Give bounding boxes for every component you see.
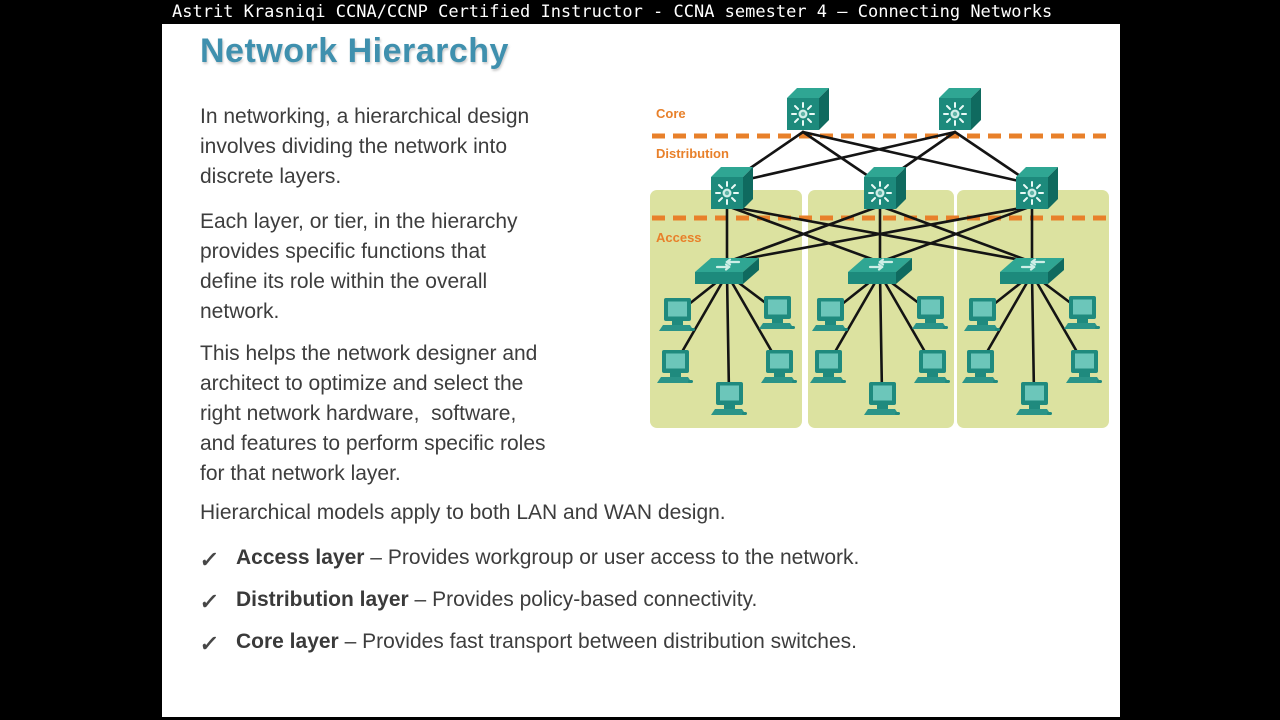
- access-layer-label: Access: [656, 230, 702, 245]
- distribution-switch-icon: [1015, 166, 1059, 210]
- network-hierarchy-diagram: Core Distribution Access: [650, 86, 1110, 432]
- bullet-separator: –: [408, 588, 433, 611]
- bullet-description: Provides workgroup or user access to the…: [387, 546, 860, 569]
- pc-icon: [711, 382, 747, 415]
- checkmark-icon: ✓: [198, 547, 221, 572]
- pc-icon: [1016, 382, 1052, 415]
- bullet-text: Core layer – Provides fast transport bet…: [236, 630, 857, 654]
- paragraph-each-layer: Each layer, or tier, in the hierarchy pr…: [200, 210, 518, 323]
- pc-icon: [657, 350, 693, 383]
- distribution-layer-label: Distribution: [656, 146, 729, 161]
- paragraph-designer-architect: This helps the network designer and arch…: [200, 342, 546, 485]
- checkmark-icon: ✓: [198, 631, 221, 656]
- bullet-term: Distribution layer: [236, 588, 409, 611]
- pc-icon: [962, 350, 998, 383]
- checkmark-icon: ✓: [198, 589, 221, 614]
- presentation-slide: Network Hierarchy In networking, a hiera…: [162, 24, 1120, 717]
- pc-icon: [914, 350, 950, 383]
- pc-icon: [659, 298, 695, 331]
- bullet-core-layer: ✓ Core layer – Provides fast transport b…: [198, 630, 1060, 659]
- video-title-bar: Astrit Krasniqi CCNA/CCNP Certified Inst…: [0, 0, 1280, 24]
- bullet-text: Access layer – Provides workgroup or use…: [236, 546, 859, 570]
- distribution-switch-icon: [710, 166, 754, 210]
- paragraph-lan-wan: Hierarchical models apply to both LAN an…: [200, 501, 726, 524]
- paragraph-hierarchical-design: In networking, a hierarchical design inv…: [200, 105, 530, 188]
- pc-icon: [810, 350, 846, 383]
- pc-icon: [759, 296, 795, 329]
- bullet-separator: –: [338, 630, 363, 653]
- pc-icon: [912, 296, 948, 329]
- pc-icon: [1066, 350, 1102, 383]
- bullet-distribution-layer: ✓ Distribution layer – Provides policy-b…: [198, 588, 1060, 617]
- slide-title: Network Hierarchy: [200, 32, 509, 70]
- distribution-switch-icon: [863, 166, 907, 210]
- pc-icon: [864, 382, 900, 415]
- pc-icon: [761, 350, 797, 383]
- bullet-description: Provides fast transport between distribu…: [362, 630, 857, 653]
- core-layer-label: Core: [656, 106, 686, 121]
- bullet-term: Access layer: [236, 546, 365, 569]
- bullet-term: Core layer: [236, 630, 339, 653]
- core-switch-icon: [786, 87, 830, 131]
- bullet-access-layer: ✓ Access layer – Provides workgroup or u…: [198, 546, 1060, 575]
- core-switch-icon: [938, 87, 982, 131]
- video-title-text: Astrit Krasniqi CCNA/CCNP Certified Inst…: [172, 2, 1053, 22]
- pc-icon: [964, 298, 1000, 331]
- bullet-separator: –: [364, 546, 388, 569]
- pc-icon: [1064, 296, 1100, 329]
- diagram-svg: Core Distribution Access: [650, 87, 1109, 428]
- bullet-description: Provides policy-based connectivity.: [432, 588, 758, 611]
- bullet-text: Distribution layer – Provides policy-bas…: [236, 588, 757, 612]
- bullet-list: ✓ Access layer – Provides workgroup or u…: [198, 546, 1060, 672]
- pc-icon: [812, 298, 848, 331]
